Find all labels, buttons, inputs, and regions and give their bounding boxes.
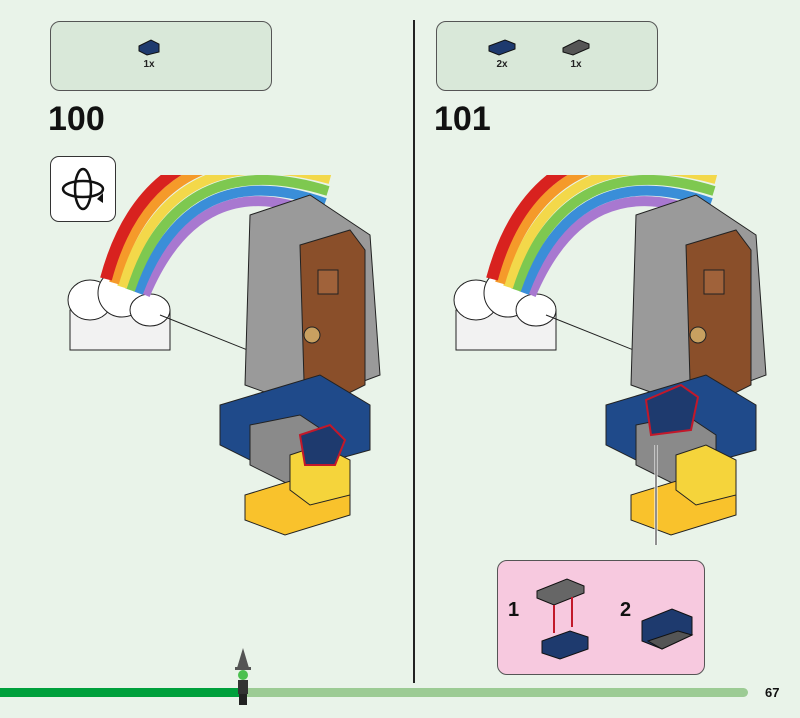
sub-assembly-callout: 1 2 (497, 560, 705, 675)
step-number-101: 101 (434, 100, 491, 138)
part-qty: 2x (496, 59, 508, 70)
part-qty: 1x (143, 59, 155, 70)
page-divider (413, 20, 415, 683)
sub-step-1: 1 (508, 599, 520, 621)
page-number: 67 (765, 685, 780, 700)
dark-blue-slope-brick-icon (138, 39, 160, 56)
sub-step-2: 2 (620, 599, 632, 621)
parts-list-step-100: 1x (50, 21, 272, 91)
dark-blue-plate-icon (488, 39, 516, 56)
step-number-100: 100 (48, 100, 105, 138)
part-item: 2x (487, 36, 517, 70)
model-illustration-step-101 (436, 175, 796, 545)
progress-bar (0, 688, 748, 697)
rotate-model-icon (50, 156, 116, 222)
witch-minifigure-icon (235, 648, 251, 705)
sub-step-1-illustration (536, 578, 589, 660)
sub-step-2-illustration (641, 608, 694, 650)
parts-list-step-101: 2x 1x (436, 21, 658, 91)
progress-bar-fill (0, 688, 240, 697)
dark-gray-clip-plate-icon (562, 39, 590, 56)
model-illustration-step-100 (50, 175, 390, 545)
part-item: 1x (561, 36, 591, 70)
part-item: 1x (137, 36, 161, 70)
part-qty: 1x (570, 59, 582, 70)
